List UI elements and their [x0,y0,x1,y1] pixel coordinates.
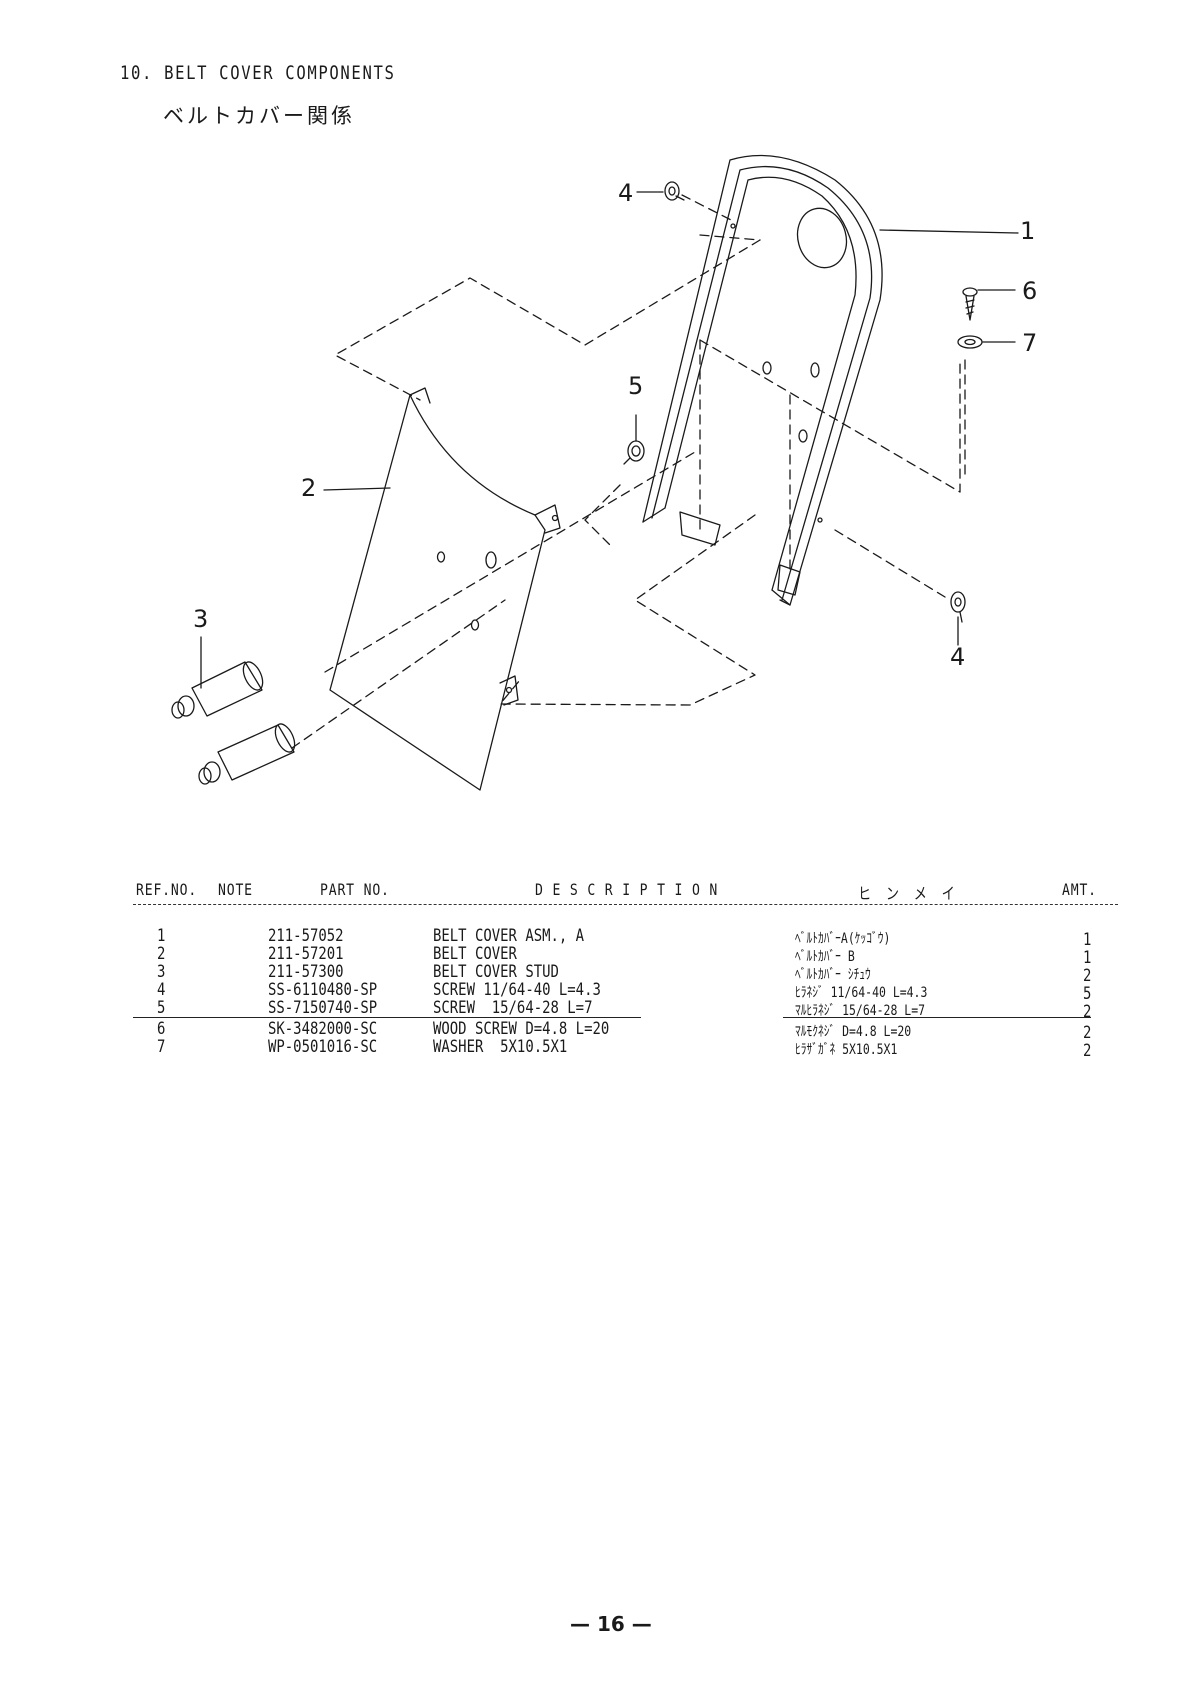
description-cell: WOOD SCREW D=4.8 L=20 [433,1019,610,1039]
page-subtitle: ベルトカバー関係 [163,104,355,128]
hinmei-cell: ﾏﾙﾓｸﾈｼﾞ D=4.8 L=20 [795,1024,912,1040]
ref-cell: 3 [157,962,166,982]
table-row: 4 SS-6110480-SP SCREW 11/64-40 L=4.3 ﾋﾗﾈ… [0,980,1190,1004]
part-no-cell: 211-57052 [268,926,344,946]
callout-3: 3 [193,605,209,633]
amt-cell: 2 [1083,1002,1092,1022]
table-row: 3 211-57300 BELT COVER STUD ﾍﾞﾙﾄｶﾊﾞｰ ｼﾁｭ… [0,962,1190,986]
hinmei-cell: ﾋﾗｻﾞｶﾞﾈ 5X10.5X1 [795,1042,898,1058]
description-cell: WASHER 5X10.5X1 [433,1037,568,1057]
callout-2: 2 [301,474,317,502]
callout-4-bottom: 4 [950,643,966,671]
screw-4-drawing [664,181,966,623]
table-row: 7 WP-0501016-SC WASHER 5X10.5X1 ﾋﾗｻﾞｶﾞﾈ … [0,1037,1190,1061]
wood-screw-drawing [962,287,978,321]
callout-4-top: 4 [618,179,634,207]
amt-cell: 5 [1083,984,1092,1004]
header-note: NOTE [218,880,253,899]
belt-cover-b-drawing [329,387,561,791]
exploded-parts-diagram [171,154,1019,791]
header-divider [133,904,1118,905]
ref-cell: 5 [157,998,166,1018]
description-cell: SCREW 15/64-28 L=7 [433,998,593,1018]
description-cell: BELT COVER [433,944,517,964]
callout-1: 1 [1020,217,1036,245]
page-title: 10. BELT COVER COMPONENTS [120,62,396,84]
group-divider [783,1017,1091,1018]
part-no-cell: SS-6110480-SP [268,980,378,1000]
ref-cell: 6 [157,1019,166,1039]
header-amt: AMT. [1062,880,1097,899]
callout-leaders [200,191,1019,689]
group-divider [133,1017,641,1018]
callout-5: 5 [628,372,644,400]
header-hinmei: ヒ ン メ イ [858,884,956,903]
hinmei-cell: ﾋﾗﾈｼﾞ 11/64-40 L=4.3 [795,985,928,1001]
table-row: 6 SK-3482000-SC WOOD SCREW D=4.8 L=20 ﾏﾙ… [0,1019,1190,1043]
hinmei-cell: ﾍﾞﾙﾄｶﾊﾞｰ B [795,949,855,965]
screw-5-drawing [623,440,645,465]
assembly-guide-lines [291,194,966,749]
washer-drawing [957,335,983,349]
amt-cell: 2 [1083,966,1092,986]
part-no-cell: 211-57300 [268,962,344,982]
table-row: 5 SS-7150740-SP SCREW 15/64-28 L=7 ﾏﾙﾋﾗﾈ… [0,998,1190,1022]
hinmei-cell: ﾍﾞﾙﾄｶﾊﾞｰA(ｹｯｺﾞｳ) [795,931,891,947]
table-row: 1 211-57052 BELT COVER ASM., A ﾍﾞﾙﾄｶﾊﾞｰA… [0,926,1190,950]
amt-cell: 2 [1083,1041,1092,1061]
ref-cell: 4 [157,980,166,1000]
part-no-cell: SS-7150740-SP [268,998,378,1018]
header-part-no: PART NO. [320,880,390,899]
table-row: 2 211-57201 BELT COVER ﾍﾞﾙﾄｶﾊﾞｰ B 1 [0,944,1190,968]
ref-cell: 1 [157,926,166,946]
ref-cell: 2 [157,944,166,964]
header-description: D E S C R I P T I O N [535,880,719,899]
page-number: — 16 — [570,1612,652,1636]
amt-cell: 2 [1083,1023,1092,1043]
part-no-cell: SK-3482000-SC [268,1019,378,1039]
callout-6: 6 [1022,277,1038,305]
hinmei-cell: ﾍﾞﾙﾄｶﾊﾞｰ ｼﾁｭｳ [795,967,871,983]
callout-7: 7 [1022,329,1038,357]
part-no-cell: 211-57201 [268,944,344,964]
amt-cell: 1 [1083,948,1092,968]
description-cell: BELT COVER STUD [433,962,559,982]
hinmei-cell: ﾏﾙﾋﾗﾈｼﾞ 15/64-28 L=7 [795,1003,926,1019]
header-ref-no: REF.NO. [136,880,198,899]
description-cell: SCREW 11/64-40 L=4.3 [433,980,601,1000]
amt-cell: 1 [1083,930,1092,950]
belt-cover-a-drawing [642,154,883,606]
description-cell: BELT COVER ASM., A [433,926,585,946]
belt-cover-stud-drawing [171,661,296,785]
ref-cell: 7 [157,1037,166,1057]
part-no-cell: WP-0501016-SC [268,1037,378,1057]
